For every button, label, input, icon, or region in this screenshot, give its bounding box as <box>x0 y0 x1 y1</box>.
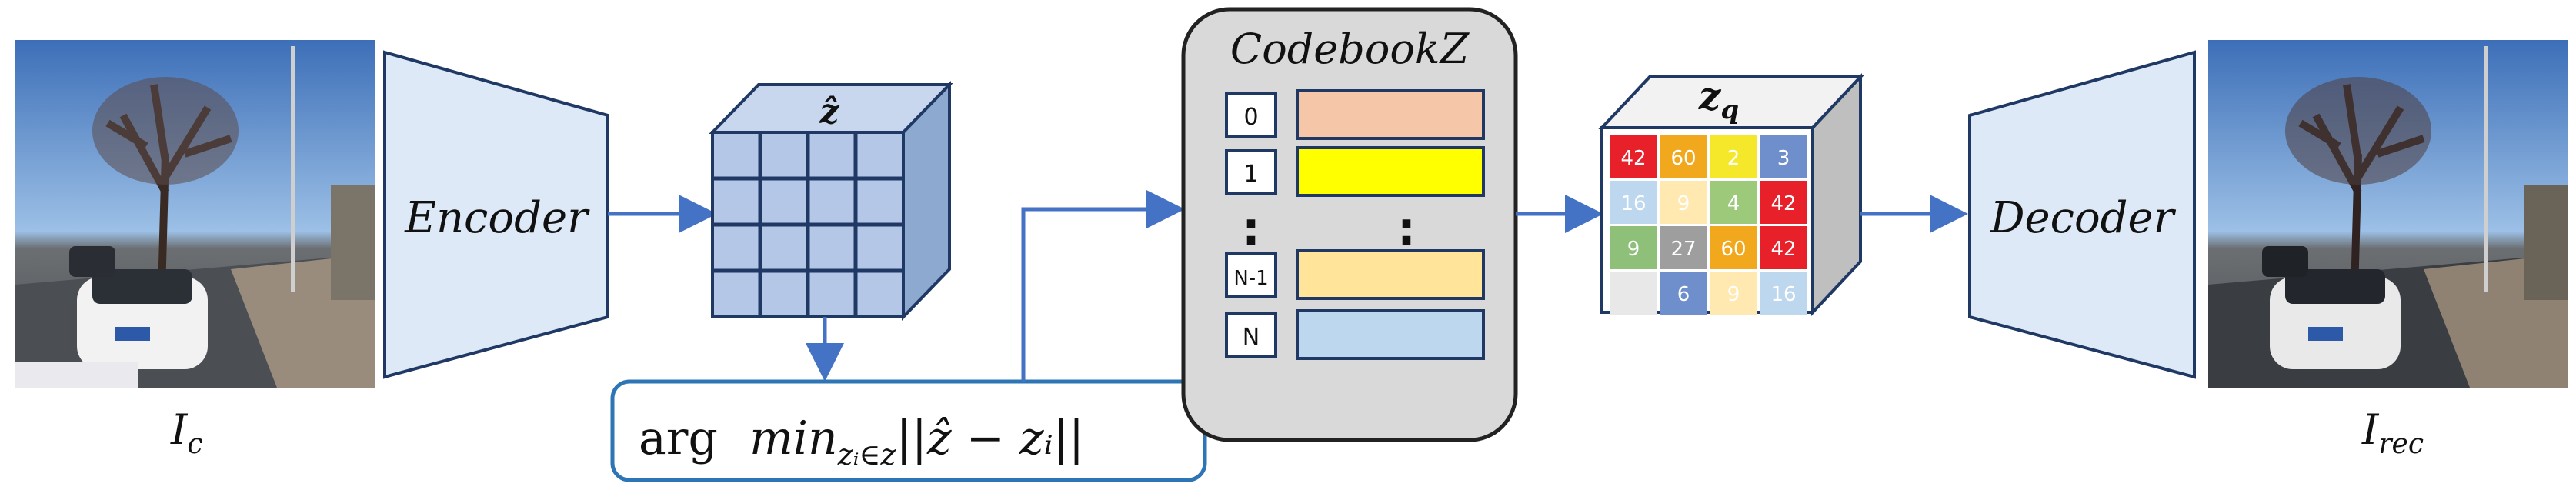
codebook-index-box <box>1225 252 1277 298</box>
quantized-cell <box>1710 135 1757 178</box>
latent-symbol: ẑ <box>819 92 840 132</box>
quantized-cell-index: 2 <box>1727 147 1740 170</box>
quantized-cell <box>1610 272 1657 315</box>
quantized-cell-index: 27 <box>1670 238 1696 261</box>
quantized-cell-index: 6 <box>1677 283 1690 306</box>
quantized-cell-index: 60 <box>1720 238 1746 261</box>
input-image-label: Ic <box>170 405 203 460</box>
quantized-cell <box>1710 181 1757 224</box>
codebook-ellipsis-index: : <box>1242 202 1260 256</box>
quantized-cell <box>1760 272 1807 315</box>
input-photo <box>15 40 375 388</box>
codebook-index-label: N-1 <box>1233 267 1268 290</box>
quantized-cell <box>1710 272 1757 315</box>
codebook-rows: 0 1N-1N <box>1225 89 1485 360</box>
quantized-cell <box>1610 226 1657 269</box>
codebook-vector <box>1296 146 1485 197</box>
quantized-cell-index: 42 <box>1770 192 1796 215</box>
codebook-vector <box>1296 249 1485 300</box>
quantized-cell-index: 16 <box>1620 192 1646 215</box>
encoder-label: Encoder <box>404 193 590 243</box>
quantized-symbol: zq <box>1698 73 1739 125</box>
decoder-label: Decoder <box>1990 193 2177 243</box>
output-photo <box>2208 40 2568 388</box>
latent-cube <box>709 81 953 321</box>
codebook-index-label: 0 <box>1243 104 1258 131</box>
quantized-cell-index: 42 <box>1770 238 1796 261</box>
codebook-index-box <box>1225 149 1277 195</box>
codebook-vector <box>1296 309 1485 360</box>
codebook-index-box <box>1225 92 1277 138</box>
quantized-cell <box>1660 226 1707 269</box>
quantized-cell <box>1610 135 1657 178</box>
quantized-cell-index: 60 <box>1670 147 1696 170</box>
quantized-cell-index: 3 <box>1777 147 1790 170</box>
quantized-cell-index: 9 <box>1627 238 1640 261</box>
quantized-cell <box>1660 135 1707 178</box>
quantized-cell-index: 4 <box>1727 192 1740 215</box>
argmin-formula: arg minzᵢ∈z||ẑ − zᵢ|| <box>639 412 1084 472</box>
quantized-cell-index: 16 <box>1770 283 1796 306</box>
output-image-label: Irec <box>2361 405 2424 460</box>
codebook-ellipsis-vector: : <box>1397 202 1416 256</box>
decoder-block <box>1968 50 2196 379</box>
codebook-vector <box>1296 89 1485 140</box>
quantized-cell <box>1610 181 1657 224</box>
quantized-cell-index: 42 <box>1620 147 1646 170</box>
quantized-cell <box>1660 181 1707 224</box>
codebook-index-box <box>1225 312 1277 358</box>
arrow-argmin-to-codebook <box>1021 190 1185 382</box>
encoder-block <box>383 50 609 379</box>
quantized-cell <box>1710 226 1757 269</box>
quantized-cell-index: 9 <box>1727 283 1740 306</box>
codebook-index-label: N <box>1243 324 1260 351</box>
quantized-cell <box>1760 226 1807 269</box>
codebook-container <box>1181 7 1518 442</box>
quantized-cell <box>1660 272 1707 315</box>
quantized-cell-index: 9 <box>1677 192 1690 215</box>
quantized-cell <box>1760 135 1807 178</box>
quantized-cell <box>1760 181 1807 224</box>
codebook-index-label: 1 <box>1243 161 1258 188</box>
codebook-title: CodebookZ <box>1230 25 1470 73</box>
